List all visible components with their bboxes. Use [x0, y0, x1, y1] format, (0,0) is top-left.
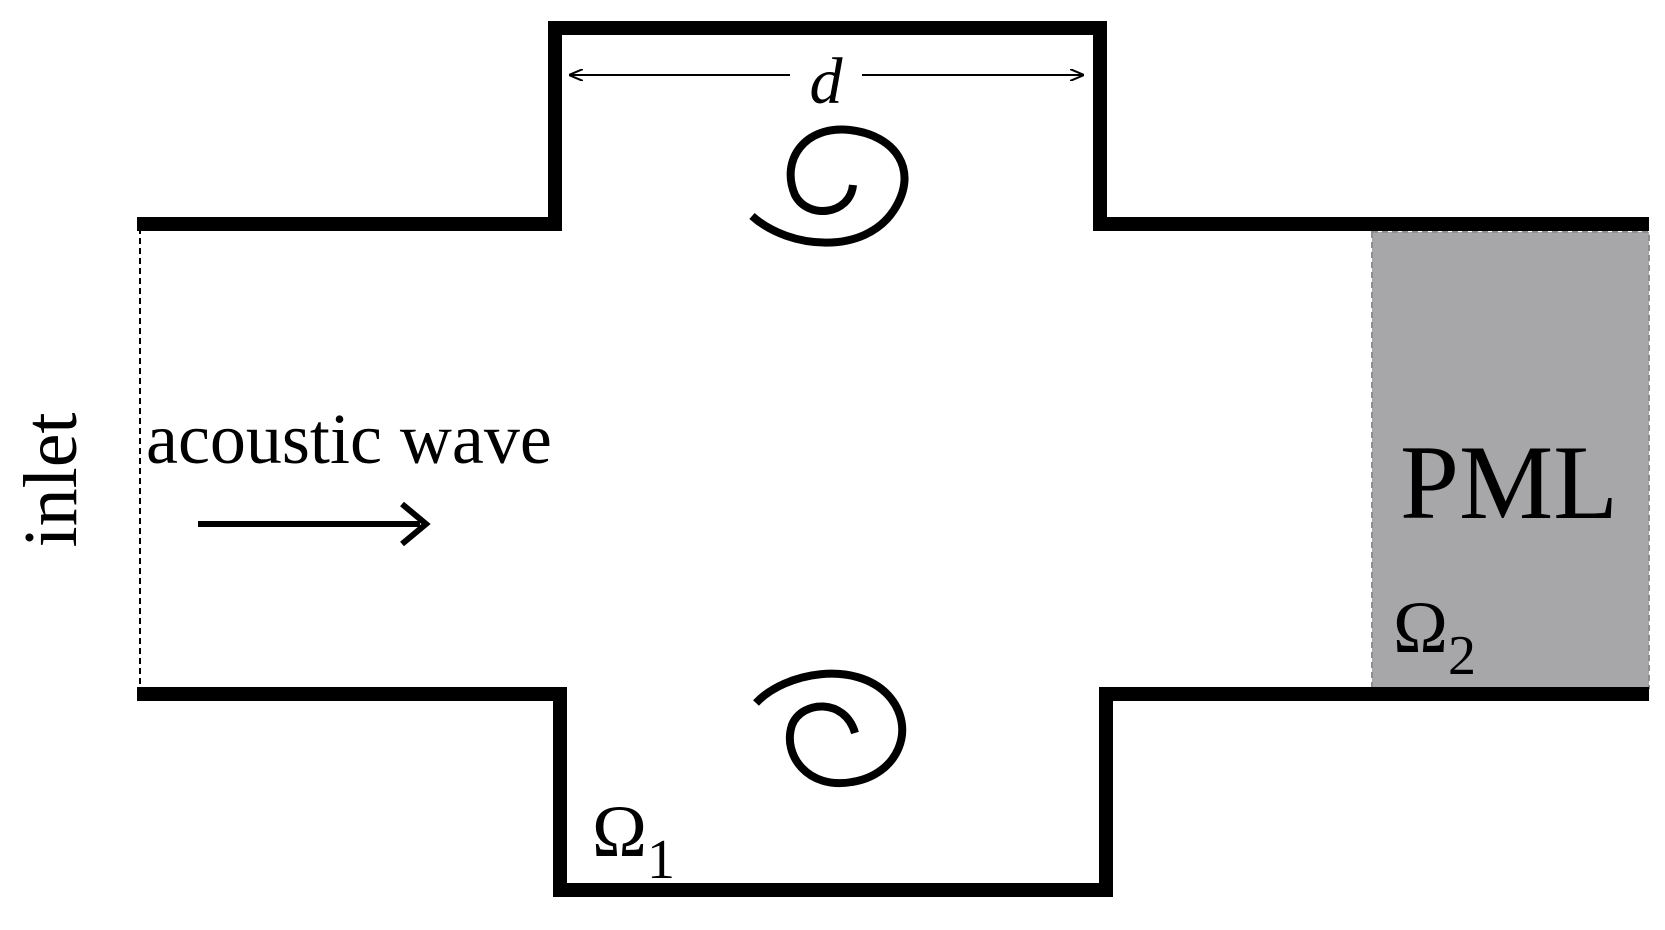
- bottom-wall: [137, 687, 1649, 897]
- omega1-base: Ω: [592, 791, 647, 873]
- pml-label: PML: [1400, 424, 1618, 541]
- omega2-subscript: 2: [1448, 625, 1476, 687]
- wave-direction-arrowhead: [400, 501, 431, 547]
- omega1-label: Ω1: [592, 791, 675, 891]
- dimension-label: d: [810, 45, 844, 118]
- inlet-label: inlet: [9, 412, 93, 547]
- top-vortex: [749, 125, 909, 247]
- omega1-subscript: 1: [647, 829, 675, 891]
- acoustic-wave-label: acoustic wave: [146, 399, 552, 479]
- omega2-base: Ω: [1393, 587, 1448, 669]
- bottom-vortex: [753, 669, 907, 788]
- top-wall: [137, 21, 1649, 231]
- pml-region: [1371, 231, 1650, 689]
- omega2-label: Ω2: [1393, 587, 1476, 687]
